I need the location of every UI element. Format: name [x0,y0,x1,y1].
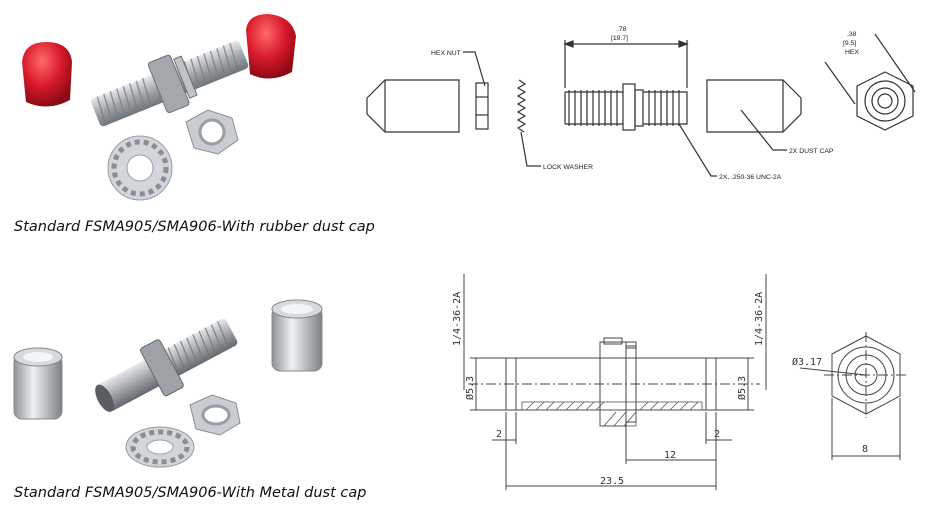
caption-metal-cap: Standard FSMA905/SMA906-With Metal dust … [14,485,367,501]
label-hex-word: HEX [845,49,859,56]
hex-nut-outline [475,82,489,130]
label-dust-cap: 2X DUST CAP [789,148,834,155]
lock-washer-photo [107,135,173,201]
metal-dust-cap-right [271,299,323,372]
label-hex-nut: HEX NUT [431,50,461,57]
dim-dia-left: Ø5.3 [464,376,476,400]
label-length-in: .78 [617,26,627,33]
threaded-bulkhead-body [91,40,249,127]
photo-metal-cap-connector [13,299,323,468]
label-lock-washer: LOCK WASHER [543,164,593,171]
dim-end-right: 2 [714,429,720,440]
dust-cap-right-outline [706,79,802,133]
drawing-section-view: 1/4-36-2A 1/4-36-2A Ø5.3 Ø5.3 2 2 12 23.… [452,274,908,490]
hex-end-view [856,71,914,131]
label-hex-in: .38 [847,31,857,38]
lock-washer-outline [516,79,527,133]
dim-thread-left: 1/4-36-2A [452,292,463,346]
dim-hex-width: 8 [862,444,868,455]
label-length-mm: [19.7] [611,35,628,42]
caption-rubber-cap: Standard FSMA905/SMA906-With rubber dust… [14,219,375,235]
red-dust-cap-left [22,42,72,107]
lock-washer-photo-metal [125,426,195,468]
dim-bore-dia: Ø3.17 [792,356,822,368]
label-thread-spec: 2X, .250-36 UNC-2A [719,174,782,181]
dim-total-length: 23.5 [600,476,624,487]
dim-dia-right: Ø5.3 [736,376,748,400]
threaded-bulkhead-body-metal [95,318,238,412]
end-view-hex [799,332,908,460]
metal-dust-cap-left [13,347,63,420]
hex-nut-photo-metal [189,394,241,436]
dim-end-left: 2 [496,429,502,440]
hex-nut-photo [185,109,239,155]
drawing-exploded-view: HEX NUT LOCK WASHER 2X, .250-36 UNC-2A 2… [366,26,916,181]
dust-cap-left-outline [366,79,460,133]
dim-thread-right: 1/4-36-2A [754,292,765,346]
section-hatch [521,401,703,427]
threaded-body-outline [564,83,688,131]
photo-rubber-cap-connector [22,14,296,201]
dim-mid-length: 12 [664,450,676,461]
red-dust-cap-right [246,14,296,79]
label-hex-mm: [9.5] [843,40,856,47]
